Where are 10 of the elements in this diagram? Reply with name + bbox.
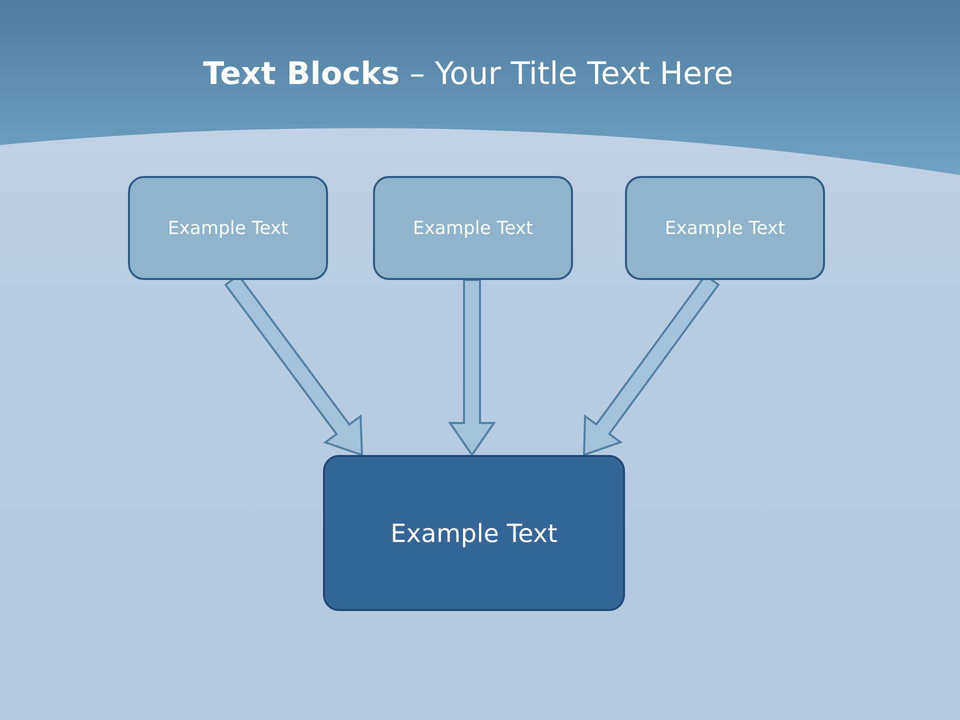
block-text: Example Text — [664, 218, 786, 238]
text-block — [373, 176, 573, 280]
text-block — [625, 176, 825, 280]
block-text: Example Text — [390, 518, 558, 548]
block-text: Example Text — [412, 218, 534, 238]
slide-title: Text Blocks – Your Title Text Here — [203, 56, 734, 92]
text-block — [323, 455, 625, 611]
block-text: Example Text — [166, 218, 290, 238]
block-arrow — [448, 279, 496, 457]
text-block — [128, 176, 328, 280]
